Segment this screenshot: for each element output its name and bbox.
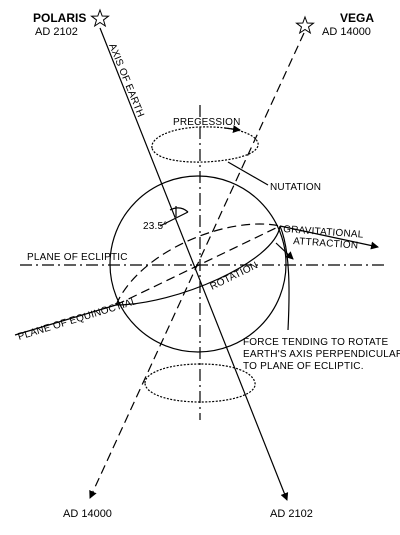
force-label-1: FORCE TENDING TO ROTATE <box>243 337 388 348</box>
angle-arc <box>169 206 189 217</box>
force-label-3: TO PLANE OF ECLIPTIC. <box>243 361 364 372</box>
precession-top-ellipse <box>151 126 259 163</box>
plane-of-equinoctial-label: PLANE OF EQUINOCTIAL <box>17 296 139 343</box>
axis-of-earth-label: AXIS OF EARTH <box>106 42 146 119</box>
earth-globe <box>109 175 287 353</box>
equator-back <box>115 223 281 306</box>
equinoctial-line-left <box>14 304 117 336</box>
bottom-right-year: AD 2102 <box>270 508 313 520</box>
gravitational-label-2: ATTRACTION <box>293 236 359 252</box>
nutation-label: NUTATION <box>270 182 321 193</box>
precession-arrow <box>224 125 241 134</box>
earth-axis-line <box>99 27 289 501</box>
angle-label: 23.5° <box>143 221 167 232</box>
vega-year: AD 14000 <box>322 26 371 38</box>
equinoctial-line-center <box>115 225 281 306</box>
plane-of-ecliptic-label: PLANE OF ECLIPTIC <box>27 252 128 263</box>
vega-star-icon <box>295 15 315 35</box>
equator-front <box>115 225 281 306</box>
rotation-arrow <box>275 242 294 260</box>
bottom-left-year: AD 14000 <box>63 508 112 520</box>
angle-leader <box>159 211 189 227</box>
gravitational-arrow <box>279 225 379 250</box>
polaris-star-icon <box>90 8 110 28</box>
vega-name: VEGA <box>340 11 374 25</box>
force-label-2: EARTH'S AXIS PERPENDICULAR <box>243 349 400 360</box>
nutation-leader <box>227 161 269 186</box>
precession-label: PRECESSION <box>173 117 241 128</box>
polaris-year: AD 2102 <box>35 26 78 38</box>
precession-bottom-ellipse <box>144 363 256 403</box>
polaris-name: POLARIS <box>33 11 86 25</box>
force-leader-line <box>279 225 290 331</box>
